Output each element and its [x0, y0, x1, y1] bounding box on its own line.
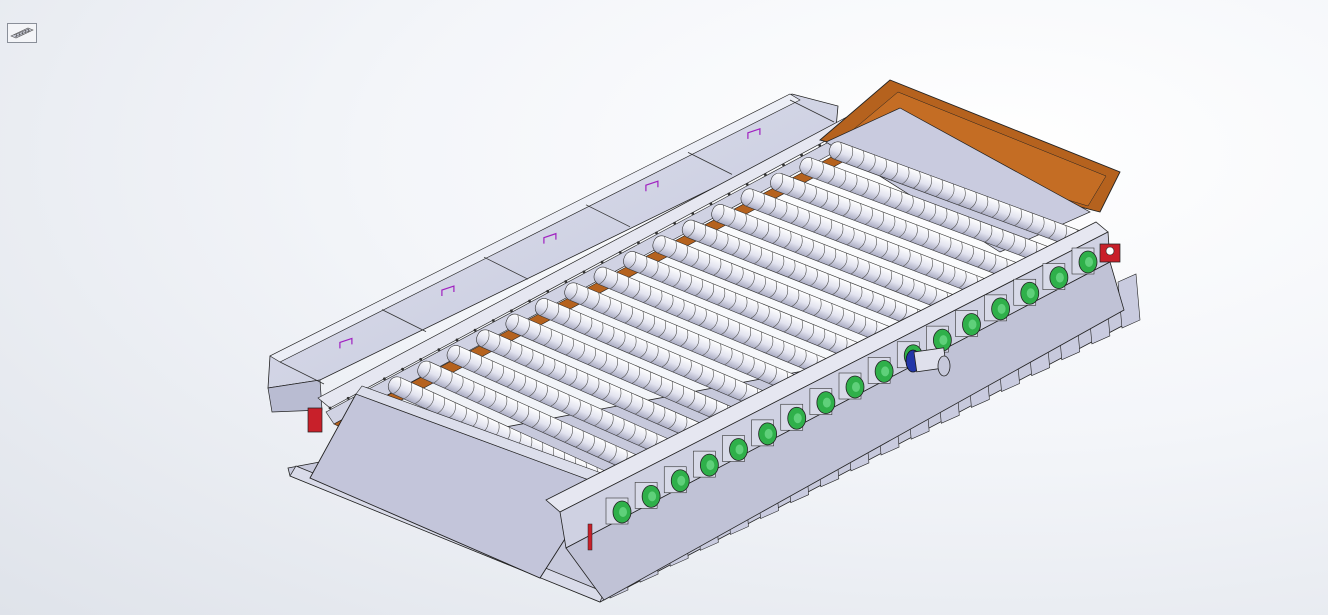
rail-bolt — [763, 173, 767, 177]
cover-seam — [585, 204, 631, 228]
bearing-unit — [634, 482, 661, 509]
roller — [681, 219, 932, 331]
bearing-unit — [955, 310, 981, 337]
rail-bolt — [509, 309, 513, 313]
cover-seam — [483, 256, 529, 280]
rail-bolt — [618, 251, 622, 254]
rail-bolt — [600, 260, 604, 264]
roller — [623, 251, 869, 363]
roller — [446, 345, 678, 458]
rail-bolt — [800, 153, 803, 157]
rail-bolt — [691, 212, 695, 215]
bearing-unit — [926, 325, 952, 353]
cover-handle — [645, 180, 659, 192]
bearing-unit — [780, 403, 807, 431]
rail-bolt — [528, 299, 531, 303]
rail-bolt — [782, 163, 785, 167]
cover-handle — [339, 337, 353, 349]
rail-bolt — [673, 221, 677, 225]
cover-handle — [441, 285, 455, 297]
rail-bolt — [546, 289, 550, 293]
cover-seam — [279, 361, 325, 385]
cover-seam — [789, 99, 835, 123]
bearing-unit — [867, 357, 894, 384]
rail-bolt — [582, 270, 586, 274]
rail-bolt — [491, 319, 495, 322]
bearing-unit — [693, 450, 719, 478]
rail-bolt — [473, 328, 477, 332]
bearing-unit — [605, 497, 632, 525]
bearing-unit — [984, 294, 1011, 322]
roller — [417, 360, 646, 474]
cover-handle — [747, 127, 761, 139]
bearing-unit — [1071, 247, 1098, 275]
rail-bolt — [455, 338, 459, 342]
rail-bolt — [383, 377, 386, 381]
rail-bolt — [745, 182, 749, 186]
rail-bolt — [636, 241, 640, 245]
rail-bolt — [655, 231, 658, 235]
rail-bolt — [564, 280, 568, 283]
cover-housing — [267, 93, 839, 413]
bearing-unit — [838, 372, 865, 400]
cover-handle — [543, 232, 557, 244]
rail-bolt — [401, 367, 404, 371]
roller — [534, 298, 773, 411]
bearing-unit — [751, 419, 778, 447]
rail-bolt — [727, 192, 731, 196]
cover-seam — [687, 152, 733, 175]
support-rib — [1117, 273, 1141, 329]
rail-bolt — [437, 348, 441, 352]
rail-bolt — [818, 144, 822, 147]
cover-panel-seams — [279, 99, 835, 385]
roller — [564, 282, 805, 395]
bearing-unit — [722, 435, 748, 462]
lifting-lugs — [307, 243, 1121, 551]
roller — [476, 329, 709, 443]
bearing-unit — [663, 466, 690, 494]
cover-seam — [381, 309, 427, 332]
rail-bolt — [709, 202, 713, 206]
roller — [505, 313, 741, 427]
roller — [652, 235, 900, 347]
part-preview-icon — [10, 27, 34, 39]
part-thumbnail-button[interactable] — [7, 23, 37, 43]
rail-bolt — [346, 396, 350, 400]
cover-handles — [339, 127, 761, 349]
rail-bolt — [419, 357, 423, 361]
roller-bed — [358, 141, 1092, 506]
bearing-unit — [809, 388, 836, 415]
drive-motor — [905, 347, 951, 377]
rail-bolt — [328, 406, 332, 410]
bearing-unit — [1042, 263, 1069, 290]
bearing-unit — [1013, 278, 1040, 306]
